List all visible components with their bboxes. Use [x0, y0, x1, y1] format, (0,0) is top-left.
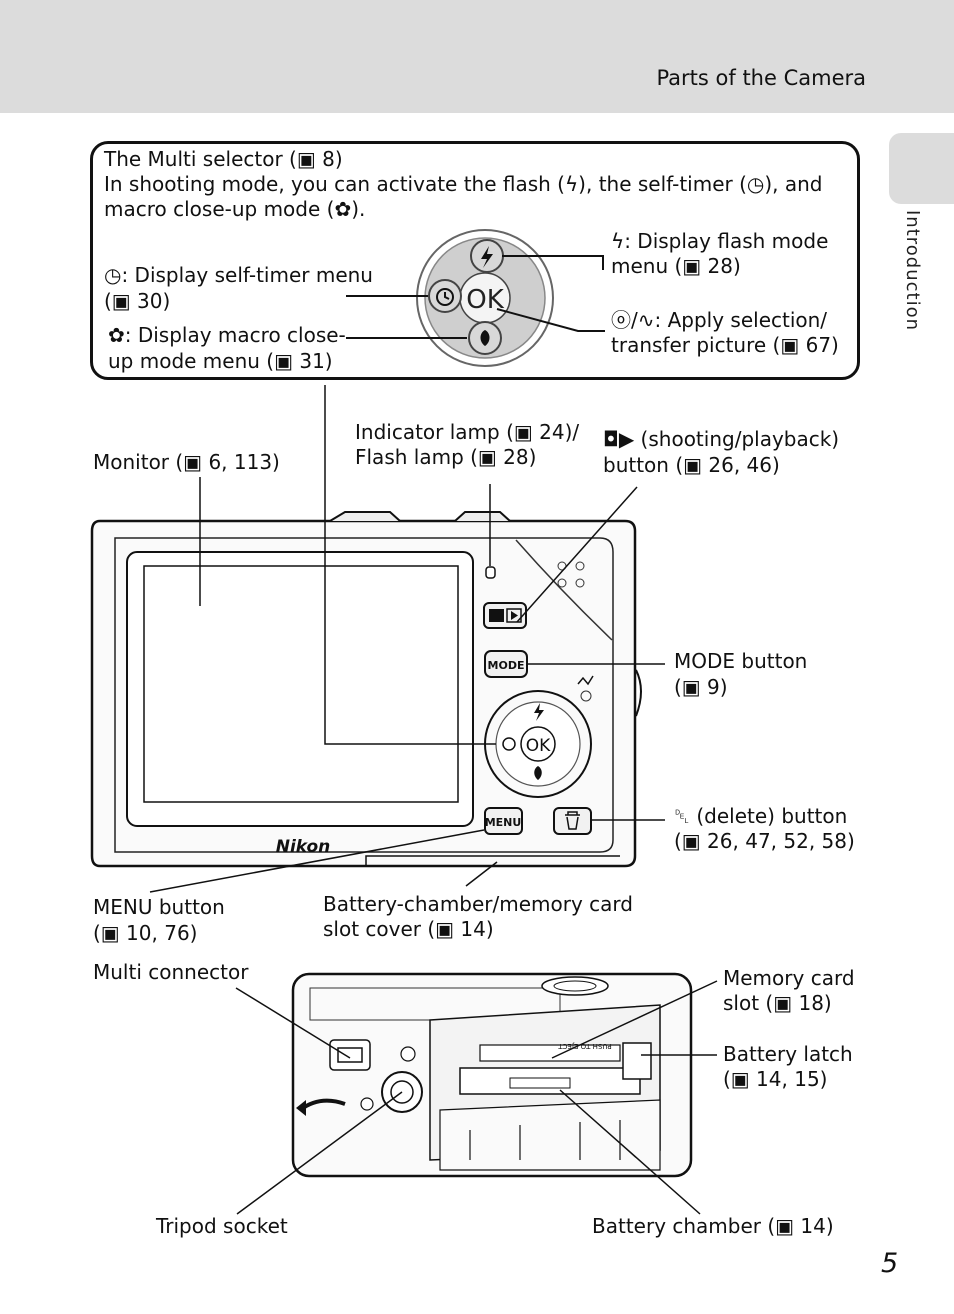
monitor-label: Monitor (▣ 6, 113)	[93, 450, 280, 474]
menu-button	[484, 807, 523, 835]
mode-button-text: MODE	[488, 659, 525, 672]
memory-card-slot	[479, 1044, 621, 1062]
indicator-lamp-label-1: Indicator lamp (▣ 24)/	[355, 420, 580, 444]
mode-button-label-1: MODE button	[674, 649, 808, 673]
multi-selector-closeup: OK	[416, 229, 554, 367]
flash-label-1: ϟ: Display flash mode	[611, 229, 829, 253]
battery-latch-label-1: Battery latch	[723, 1042, 853, 1066]
self-timer-label-1: ◷: Display self-timer menu	[104, 263, 373, 287]
header-band	[0, 0, 954, 113]
monitor-screen	[143, 565, 459, 803]
flash-icon	[481, 246, 493, 268]
multi-connector	[337, 1047, 363, 1063]
multi-connector-label: Multi connector	[93, 960, 249, 984]
memory-card-label-1: Memory card	[723, 966, 855, 990]
battery-cover-label-2: slot cover (▣ 14)	[323, 917, 494, 941]
camera-icon	[489, 609, 504, 622]
trash-icon	[565, 811, 580, 830]
macro-icon	[480, 330, 490, 346]
apply-label-2: transfer picture (▣ 67)	[611, 333, 839, 357]
multi-selector-desc-line2: macro close-up mode (✿).	[104, 197, 366, 221]
battery-cover-label-1: Battery-chamber/memory card	[323, 892, 633, 916]
indicator-lamp-label-2: Flash lamp (▣ 28)	[355, 445, 537, 469]
flash-label-2: menu (▣ 28)	[611, 254, 741, 278]
camera-bottom-illustration: PUSH TO EJECT	[291, 972, 693, 1178]
side-tab-label: Introduction	[902, 210, 923, 332]
brand-logo: Nikon	[276, 837, 331, 857]
delete-button-label-2: (▣ 26, 47, 52, 58)	[674, 829, 855, 853]
ok-button-text: OK	[526, 736, 551, 756]
tripod-socket-label: Tripod socket	[156, 1214, 288, 1238]
indicator-lamp	[485, 566, 496, 579]
self-timer-icon	[436, 288, 454, 306]
battery-chamber-label: Battery chamber (▣ 14)	[592, 1214, 834, 1238]
page-number: 5	[881, 1248, 899, 1279]
battery-latch	[622, 1042, 652, 1080]
mode-button-label-2: (▣ 9)	[674, 675, 728, 699]
multi-selector-callout	[90, 141, 860, 380]
self-timer-label-2: (▣ 30)	[104, 289, 171, 313]
menu-button-text: MENU	[485, 816, 522, 829]
shoot-play-label-1: ◘▶ (shooting/playback)	[603, 427, 840, 451]
camera-back-illustration: MODE OK MENU Nikon	[90, 511, 642, 868]
delete-button	[553, 807, 592, 835]
push-eject-text: PUSH TO EJECT	[558, 1042, 612, 1050]
side-tab	[889, 133, 954, 204]
memory-card-label-2: slot (▣ 18)	[723, 991, 832, 1015]
menu-button-label-1: MENU button	[93, 895, 225, 919]
apply-label-1: ⓞ/∿: Apply selection/	[611, 308, 828, 332]
ok-button	[520, 726, 556, 762]
delete-button-label-1: ␡ (delete) button	[674, 804, 848, 828]
multi-selector-title: The Multi selector (▣ 8)	[104, 147, 343, 171]
shoot-play-label-2: button (▣ 26, 46)	[603, 453, 780, 477]
section-title: Parts of the Camera	[656, 66, 866, 90]
play-icon	[511, 611, 518, 620]
menu-button-label-2: (▣ 10, 76)	[93, 921, 198, 945]
multi-selector-desc-line1: In shooting mode, you can activate the f…	[104, 172, 823, 196]
macro-label-1: ✿: Display macro close-	[108, 323, 346, 347]
macro-label-2: up mode menu (▣ 31)	[108, 349, 333, 373]
battery-latch-label-2: (▣ 14, 15)	[723, 1067, 828, 1091]
